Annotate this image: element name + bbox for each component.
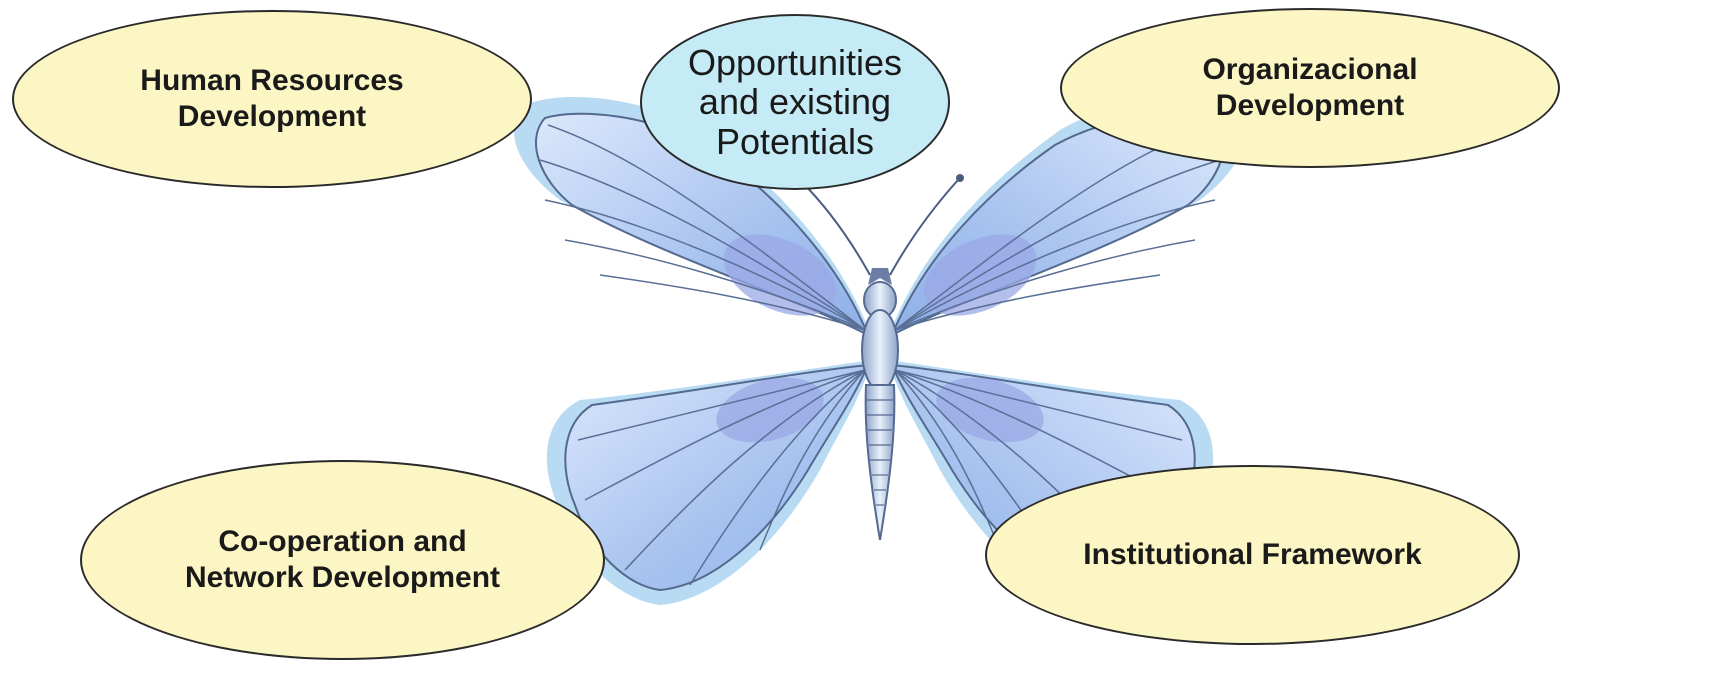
- oval-organizacional-development: Organizacional Development: [1060, 8, 1560, 168]
- oval-opportunities-existing-potentials: Opportunities and existing Potentials: [640, 14, 950, 190]
- oval-label-line: and existing: [698, 81, 892, 123]
- oval-label-line: Organizacional: [1202, 53, 1418, 86]
- oval-label-line: Network Development: [184, 561, 501, 594]
- oval-human-resources-development: Human Resources Development: [12, 10, 532, 188]
- butterfly-body: [861, 268, 899, 541]
- oval-label-line: Human Resources: [140, 64, 404, 97]
- oval-cooperation-network-development: Co-operation and Network Development: [80, 460, 605, 660]
- oval-label-line: Co-operation and: [218, 525, 467, 558]
- oval-institutional-framework: Institutional Framework: [985, 465, 1520, 645]
- oval-label-line: Development: [177, 100, 367, 133]
- oval-label-line: Development: [1215, 89, 1405, 122]
- oval-label-line: Opportunities: [687, 41, 903, 83]
- oval-label-line: Institutional Framework: [1083, 538, 1422, 571]
- oval-label-line: Potentials: [715, 120, 875, 162]
